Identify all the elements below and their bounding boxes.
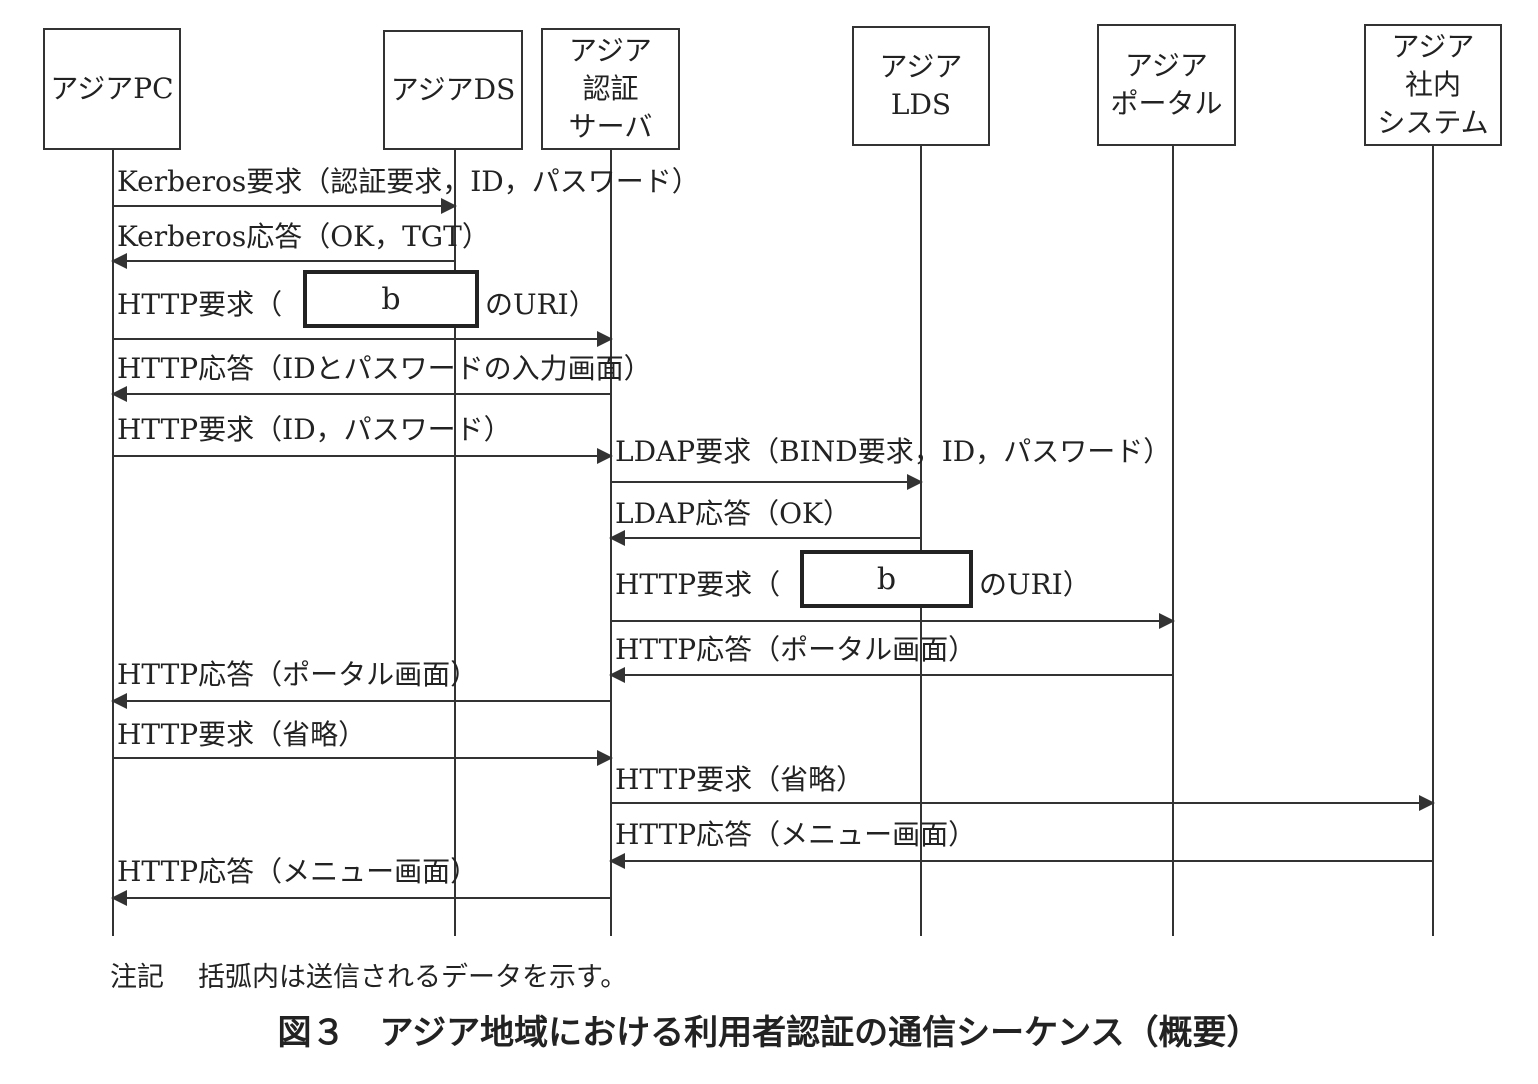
- participant-box: アジア LDS: [852, 26, 990, 146]
- message-label: HTTP応答（メニュー画面）: [117, 855, 478, 889]
- figure-caption: 図３ アジア地域における利用者認証の通信シーケンス（概要）: [277, 1013, 1261, 1053]
- message-label: HTTP要求（省略）: [117, 718, 366, 752]
- message-arrow: [111, 253, 455, 269]
- message-text: Kerberos応答（OK，TGT）: [117, 220, 490, 253]
- message-label: Kerberos要求（認証要求，ID，パスワード）: [117, 165, 700, 199]
- message-arrow: [113, 750, 613, 766]
- lifeline: [1432, 146, 1434, 936]
- message-arrow: [113, 448, 613, 464]
- message-arrow: [111, 386, 611, 402]
- message-text: Kerberos要求（認証要求，ID，パスワード）: [117, 165, 700, 198]
- message-label: HTTP応答（ポータル画面）: [117, 658, 478, 692]
- message-text: HTTP応答（メニュー画面）: [615, 818, 977, 851]
- message-arrow: [111, 890, 611, 906]
- message-arrow: [609, 853, 1433, 869]
- message-arrow: [611, 795, 1435, 811]
- message-label: LDAP要求（BIND要求，ID，パスワード）: [615, 435, 1171, 469]
- message-suffix: のURI）: [979, 568, 1091, 601]
- participant-box: アジア 社内 システム: [1364, 24, 1502, 146]
- blank-box: b: [303, 270, 479, 328]
- note-label: 注記: [110, 962, 164, 993]
- participant-box: アジアDS: [383, 30, 523, 150]
- participant-box: アジア 認証 サーバ: [541, 28, 680, 150]
- message-text: HTTP応答（IDとパスワードの入力画面）: [117, 352, 652, 385]
- participant-box: アジア ポータル: [1097, 24, 1236, 146]
- blank-box: b: [800, 550, 973, 608]
- lifeline: [112, 146, 114, 936]
- message-suffix: のURI）: [485, 288, 597, 321]
- message-text: HTTP要求（: [615, 568, 781, 601]
- message-arrow: [111, 693, 611, 709]
- note-text: 括弧内は送信されるデータを示す。: [198, 962, 628, 993]
- message-text: LDAP応答（OK）: [615, 497, 851, 530]
- message-label: HTTP要求（: [615, 568, 780, 602]
- message-label: Kerberos応答（OK，TGT）: [117, 220, 490, 254]
- message-text: LDAP要求（BIND要求，ID，パスワード）: [615, 435, 1172, 468]
- message-label: HTTP応答（ポータル画面）: [615, 633, 976, 667]
- lifeline: [454, 146, 456, 936]
- message-label: HTTP応答（IDとパスワードの入力画面）: [117, 352, 652, 386]
- message-label: LDAP応答（OK）: [615, 497, 851, 531]
- lifeline: [920, 146, 922, 936]
- note: 注記 括弧内は送信されるデータを示す。: [110, 955, 661, 994]
- message-arrow: [609, 667, 1173, 683]
- message-arrow: [113, 331, 613, 347]
- message-label: HTTP要求（: [117, 288, 282, 322]
- message-text: HTTP応答（ポータル画面）: [117, 658, 479, 691]
- lifeline: [1172, 146, 1174, 936]
- message-arrow: [609, 530, 921, 546]
- message-arrow: [611, 613, 1175, 629]
- message-text: HTTP応答（ポータル画面）: [615, 633, 977, 666]
- message-label: HTTP応答（メニュー画面）: [615, 818, 976, 852]
- message-text: HTTP要求（: [117, 288, 283, 321]
- message-text: HTTP応答（メニュー画面）: [117, 855, 479, 888]
- message-arrow: [611, 474, 923, 490]
- message-label: HTTP要求（ID，パスワード）: [117, 413, 512, 447]
- message-arrow: [113, 198, 457, 214]
- message-text: HTTP要求（省略）: [117, 718, 367, 751]
- message-label: HTTP要求（省略）: [615, 763, 864, 797]
- message-text: HTTP要求（ID，パスワード）: [117, 413, 512, 446]
- message-text: HTTP要求（省略）: [615, 763, 865, 796]
- participant-box: アジアPC: [43, 28, 181, 150]
